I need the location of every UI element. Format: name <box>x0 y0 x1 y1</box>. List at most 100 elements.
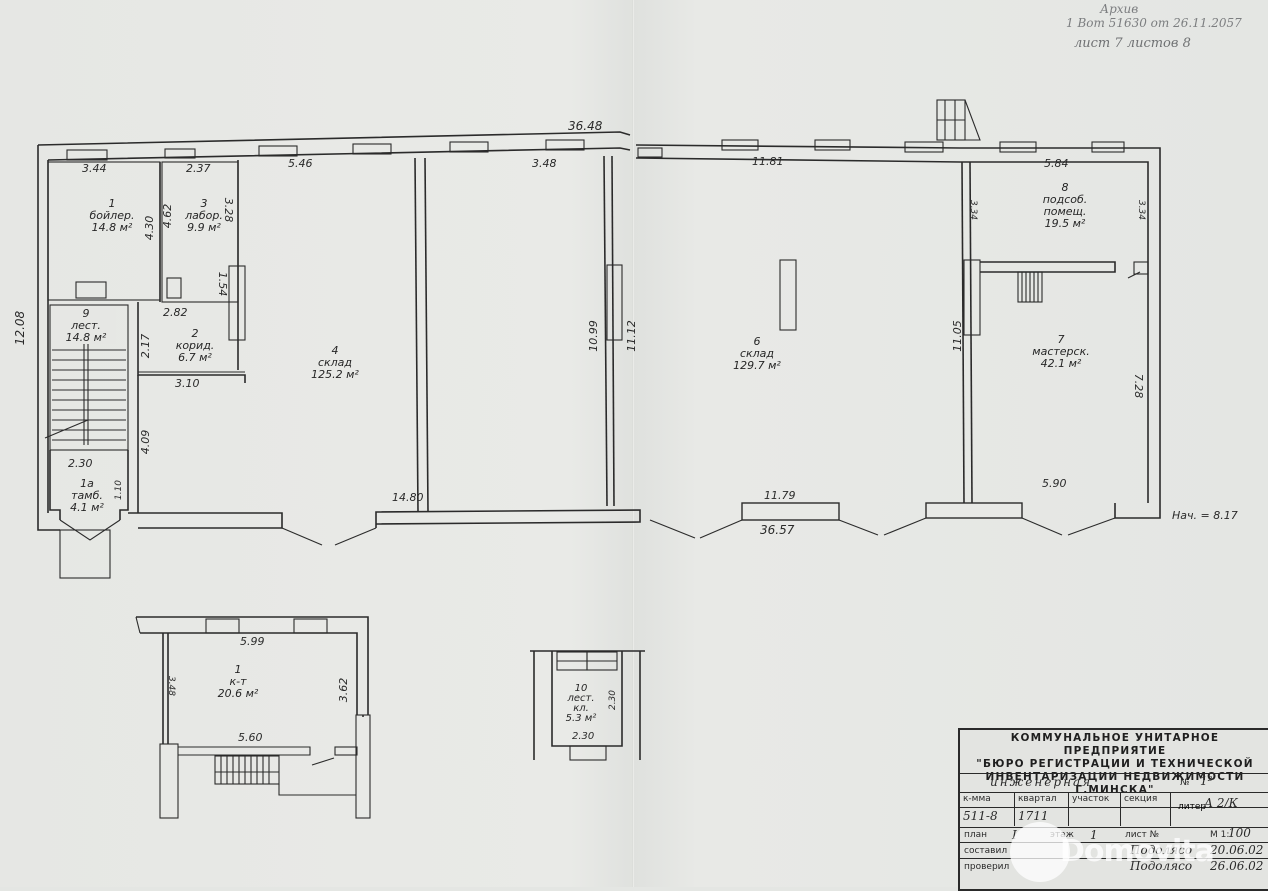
street-row: инженерная № 1² <box>960 773 1268 792</box>
room-number: 1 <box>108 197 116 210</box>
room-number: 7 <box>1057 333 1065 346</box>
list-label: лист № <box>1125 830 1160 840</box>
dim-bottom-total: 36.57 <box>760 523 795 537</box>
room-area: 19.5 м² <box>1044 217 1086 230</box>
r1a-width: 2.30 <box>68 457 93 470</box>
room-number: 10 <box>574 683 588 694</box>
r3-height-3: 1.54 <box>216 271 229 297</box>
room-8-utility: 8 подсоб. помещ. 19.5 м² <box>1020 182 1110 230</box>
proveril-row: проверил Подолясо 26.06.02 <box>960 858 1268 875</box>
room-number: 2 <box>191 327 199 340</box>
proveril-name: Подолясо <box>1130 859 1193 873</box>
kmma-value: 511-8 <box>960 808 1015 826</box>
room-name: склад <box>317 356 353 369</box>
room-number: 1а <box>80 477 94 490</box>
r7-height-1: 11.05 <box>951 320 964 352</box>
kvartal-value: 1711 <box>1015 808 1069 826</box>
room-number: 6 <box>753 335 761 348</box>
room-2-corridor: 2 корид. 6.7 м² <box>160 328 230 364</box>
watermark-text: Domovita <box>1060 834 1215 869</box>
r5-height-2: 11.12 <box>625 320 638 352</box>
room-area: 14.8 м² <box>65 331 107 344</box>
liter-label: литер <box>1178 802 1207 812</box>
room-name: лест. <box>71 319 101 332</box>
room-name: лест. <box>567 693 595 704</box>
room-number: 9 <box>82 307 90 320</box>
room-name: склад <box>739 347 775 360</box>
r2-bottom: 3.10 <box>175 377 200 390</box>
plan-label: план <box>964 830 988 840</box>
room-6-warehouse: 6 склад 129.7 м² <box>712 336 802 372</box>
r5-width: 3.48 <box>532 157 557 170</box>
proveril-date: 26.06.02 <box>1210 859 1264 873</box>
room-3-lab: 3 лабор. 9.9 м² <box>174 198 234 234</box>
room-name: подсоб. <box>1042 193 1088 206</box>
scale-value: 100 <box>1228 826 1251 840</box>
dim-top-total: 36.48 <box>568 119 603 133</box>
r8-width: 5.84 <box>1044 157 1069 170</box>
room-1a-vestibule: 1а тамб. 4.1 м² <box>52 478 122 514</box>
r3-height-2: 3.28 <box>222 197 235 223</box>
codes-value-row: 511-8 1711 <box>960 807 1268 826</box>
org-line-2: "БЮРО РЕГИСТРАЦИИ И ТЕХНИЧЕСКОЙ <box>976 758 1254 770</box>
l10-width: 2.30 <box>572 731 595 742</box>
r8-height-2: 3.34 <box>1136 199 1146 221</box>
room-7-workshop: 7 мастерск. 42.1 м² <box>1016 334 1106 370</box>
r6-width: 11.81 <box>752 155 784 168</box>
number-value: 1² <box>1200 774 1213 788</box>
col-kvartal: квартал <box>1015 793 1069 808</box>
room-area: 20.6 м² <box>217 687 259 700</box>
room-10-stairwell: 10 лест. кл. 5.3 м² <box>558 684 604 724</box>
r8-height-1: 3.34 <box>968 199 978 221</box>
room-name: бойлер. <box>89 209 135 222</box>
r3-width: 2.37 <box>186 162 211 175</box>
room-area: 5.3 м² <box>565 713 597 724</box>
r1a-right: 1.10 <box>114 479 124 501</box>
number-label: № <box>1180 778 1190 788</box>
watermark-logo-icon <box>1010 822 1070 882</box>
handwritten-note-1: Архив <box>1100 2 1139 16</box>
sostavil-row: составил Подолясо 20.06.02 <box>960 842 1268 859</box>
org-line-1: КОММУНАЛЬНОЕ УНИТАРНОЕ ПРЕДПРИЯТИЕ <box>1010 732 1220 757</box>
sektsiya-value <box>1121 808 1171 826</box>
room-4-warehouse: 4 склад 125.2 м² <box>290 345 380 381</box>
uchastok-value <box>1069 808 1121 826</box>
kt-width: 5.99 <box>240 635 265 648</box>
r5-height-1: 10.99 <box>587 320 600 352</box>
r4-height: 4.09 <box>139 429 152 455</box>
sostavil-name: Подолясо <box>1130 843 1193 857</box>
r3-height-1: 4.62 <box>161 203 174 229</box>
col-kmma: к-мма <box>960 793 1015 808</box>
room-area: 9.9 м² <box>187 221 221 234</box>
dim-left-total: 12.08 <box>13 310 27 346</box>
room-number: 4 <box>331 344 339 357</box>
r1-height: 4.30 <box>143 215 156 241</box>
room-name: мастерск. <box>1032 345 1090 358</box>
street-value: инженерная <box>990 775 1093 789</box>
title-block: КОММУНАЛЬНОЕ УНИТАРНОЕ ПРЕДПРИЯТИЕ "БЮРО… <box>958 728 1268 891</box>
org-name: КОММУНАЛЬНОЕ УНИТАРНОЕ ПРЕДПРИЯТИЕ "БЮРО… <box>960 730 1268 797</box>
room-name-2: кл. <box>573 703 589 714</box>
r2-width: 2.82 <box>163 306 188 319</box>
kt-bottom: 5.60 <box>238 731 263 744</box>
sostavil-label: составил <box>964 846 1008 856</box>
room-area: 42.1 м² <box>1040 357 1082 370</box>
r1-width: 3.44 <box>82 162 107 175</box>
room-area: 14.8 м² <box>91 221 133 234</box>
kt-left: 3.48 <box>166 675 176 697</box>
room-area: 4.1 м² <box>70 501 104 514</box>
room-area: 129.7 м² <box>733 359 781 372</box>
kt-right: 3.62 <box>337 677 350 703</box>
r4-bottom: 14.80 <box>392 491 424 504</box>
l10-height: 2.30 <box>608 689 618 711</box>
etazh-value: 1 <box>1090 828 1098 842</box>
room-number: 3 <box>200 197 208 210</box>
page-fold <box>632 0 635 887</box>
room-name: корид. <box>175 339 215 352</box>
scale-label: М 1: <box>1210 830 1230 840</box>
room-name: лабор. <box>185 209 223 222</box>
room-9-stair: 9 лест. 14.8 м² <box>56 308 116 344</box>
col-sektsiya: секция <box>1121 793 1171 808</box>
room-number: 8 <box>1061 181 1069 194</box>
liter-value: А 2/К <box>1204 796 1238 810</box>
